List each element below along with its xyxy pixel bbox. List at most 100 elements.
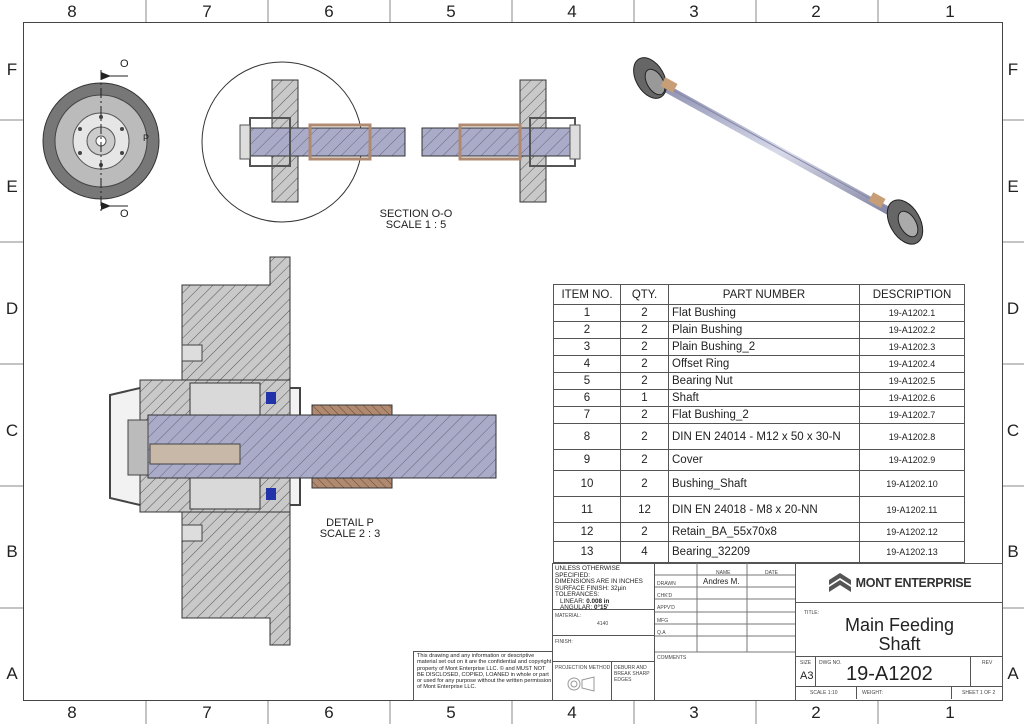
part: Shaft: [668, 389, 860, 407]
item: 3: [553, 338, 621, 356]
zone-row-d: D: [5, 299, 19, 318]
notes-column: UNLESS OTHERWISE SPECIFIED: DIMENSIONS A…: [552, 563, 655, 701]
zone-col-1: 1: [945, 2, 955, 21]
spec-line: SURFACE FINISH: 32µin: [555, 584, 627, 592]
bom-header-item: ITEM NO.: [553, 284, 621, 305]
detail-scale: SCALE 2 : 3: [319, 528, 381, 540]
item: 9: [553, 449, 621, 471]
part: Bearing_32209: [668, 541, 860, 563]
zone-row-f: F: [6, 60, 18, 79]
title-label: TITLE:: [804, 610, 820, 616]
name-header: NAME: [716, 570, 731, 576]
material-cell: MATERIAL: 4140: [552, 610, 654, 636]
zone-col-8: 8: [67, 2, 77, 21]
company-name: MONT ENTERPRISE: [855, 575, 972, 590]
material-label: MATERIAL:: [555, 613, 582, 619]
zone-col-4: 4: [567, 2, 577, 21]
checked-label: CHK'D: [657, 593, 673, 599]
qty: 2: [620, 449, 669, 471]
scale: SCALE 1:10: [810, 690, 838, 696]
approved-label: APPV'D: [657, 605, 675, 611]
qty: 2: [620, 522, 669, 542]
qty: 2: [620, 470, 669, 497]
section-view: [201, 61, 581, 223]
section-scale: SCALE 1 : 5: [385, 219, 447, 231]
part: Plain Bushing_2: [668, 338, 860, 356]
finish-cell: FINISH:: [552, 636, 654, 662]
zone-col-5: 5: [446, 703, 456, 722]
part: DIN EN 24018 - M8 x 20-NN: [668, 496, 860, 523]
projection-cell: PROJECTION METHOD DEBURR AND BREAK SHARP…: [552, 662, 654, 700]
qty: 2: [620, 372, 669, 390]
company-logo-icon: [828, 572, 851, 592]
item: 10: [553, 470, 621, 497]
qty: 2: [620, 338, 669, 356]
rev-label: REV: [982, 660, 993, 666]
qty: 2: [620, 321, 669, 339]
qa-label: Q.A: [657, 630, 666, 636]
qty: 4: [620, 541, 669, 563]
isometric-view: [633, 57, 924, 245]
zone-row-a: A: [1007, 664, 1019, 683]
cut-letter-top: O: [120, 58, 129, 70]
zone-col-6: 6: [324, 703, 334, 722]
qty: 1: [620, 389, 669, 407]
item: 6: [553, 389, 621, 407]
linear-value: 0.008 in: [586, 597, 610, 605]
bom-header-desc: DESCRIPTION: [859, 284, 965, 305]
zone-col-3: 3: [689, 2, 699, 21]
zone-row-b: B: [1007, 542, 1019, 561]
item: 7: [553, 406, 621, 424]
desc: 19-A1202.9: [859, 449, 965, 471]
signoff-grid: [655, 563, 795, 653]
bom-header-qty: QTY.: [620, 284, 669, 305]
zone-col-7: 7: [202, 703, 212, 722]
cut-letter-bottom: O: [120, 208, 129, 220]
general-spec: UNLESS OTHERWISE SPECIFIED: DIMENSIONS A…: [552, 563, 654, 611]
zone-col-7: 7: [202, 2, 212, 21]
deburr-note: DEBURR AND BREAK SHARP EDGES: [611, 662, 655, 700]
desc: 19-A1202.5: [859, 372, 965, 390]
item: 11: [553, 496, 621, 523]
drawing-title: Main Feeding Shaft: [796, 616, 1003, 654]
zone-col-2: 2: [811, 2, 821, 21]
desc: 19-A1202.7: [859, 406, 965, 424]
mfg-label: MFG: [657, 618, 669, 624]
drawing-number: 19-A1202: [846, 663, 933, 685]
item: 12: [553, 522, 621, 542]
qty: 2: [620, 355, 669, 373]
desc: 19-A1202.6: [859, 389, 965, 407]
angular-value: 0°15': [593, 604, 609, 611]
finish-label: FINISH:: [555, 639, 573, 645]
item: 13: [553, 541, 621, 563]
desc: 19-A1202.4: [859, 355, 965, 373]
section-label: SECTION O-O: [379, 208, 453, 220]
zone-col-1: 1: [945, 703, 955, 722]
title-line-1: Main Feeding: [844, 615, 955, 635]
spec-line: TOLERANCES:: [555, 591, 600, 598]
desc: 19-A1202.1: [859, 304, 965, 322]
projection-symbol-icon: [567, 676, 595, 692]
zone-col-8: 8: [67, 703, 77, 722]
item: 2: [553, 321, 621, 339]
spec-line: DIMENSIONS ARE IN INCHES: [555, 578, 643, 585]
part: Flat Bushing: [668, 304, 860, 322]
part: Flat Bushing_2: [668, 406, 860, 424]
title-line-2: Shaft: [878, 634, 921, 654]
weight-label: WEIGHT:: [862, 690, 883, 696]
part: Bushing_Shaft: [668, 470, 860, 497]
drawn-name: Andres M.: [703, 577, 740, 586]
size-label: SIZE: [800, 660, 812, 666]
zone-row-e: E: [1007, 177, 1019, 196]
